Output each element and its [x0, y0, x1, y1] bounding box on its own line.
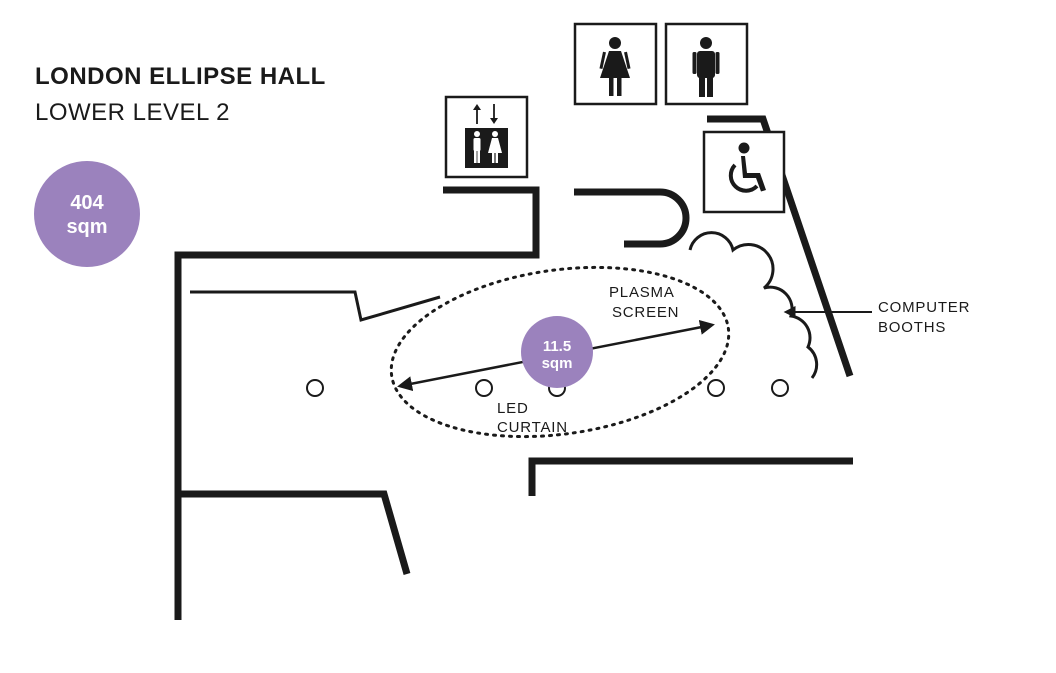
booths-label-line1: COMPUTER: [878, 299, 970, 316]
column: [306, 379, 324, 397]
hall-area-circle: [34, 161, 140, 267]
partition-line: [190, 290, 441, 322]
wall-east: [707, 115, 854, 378]
female-toilet-icon: [573, 22, 658, 106]
main-wall-north: [174, 186, 540, 620]
column: [707, 379, 725, 397]
plasma-label-line1: PLASMA: [609, 284, 675, 301]
lift-icon: [444, 95, 529, 179]
hall-area-badge: 404 sqm: [34, 161, 140, 267]
computer-booths-outline: [688, 231, 819, 379]
zone-area-circle: [521, 316, 593, 388]
wall-south: [528, 457, 853, 496]
led-label-line1: LED: [497, 400, 529, 417]
venue-title: LONDON ELLIPSE HALL: [35, 63, 326, 90]
level-subtitle: LOWER LEVEL 2: [35, 99, 230, 126]
column: [771, 379, 789, 397]
hall-area-unit: sqm: [66, 216, 107, 238]
zone-area-unit: sqm: [542, 355, 573, 372]
walls: [174, 115, 854, 620]
zone-area-value: 11.5: [543, 338, 571, 355]
wall-curved-end: [574, 188, 690, 248]
plasma-label-line2: SCREEN: [612, 304, 679, 321]
wall-southwest: [178, 490, 411, 575]
male-toilet-icon: [664, 22, 749, 106]
wheelchair-icon: [702, 130, 786, 214]
led-label-line2: CURTAIN: [497, 419, 568, 436]
booths-label-line2: BOOTHS: [878, 319, 946, 336]
display-zone-ellipse: [389, 265, 731, 439]
column: [475, 379, 493, 397]
hall-area-value: 404: [70, 192, 104, 214]
zone-area-badge: 11.5 sqm: [521, 316, 593, 388]
